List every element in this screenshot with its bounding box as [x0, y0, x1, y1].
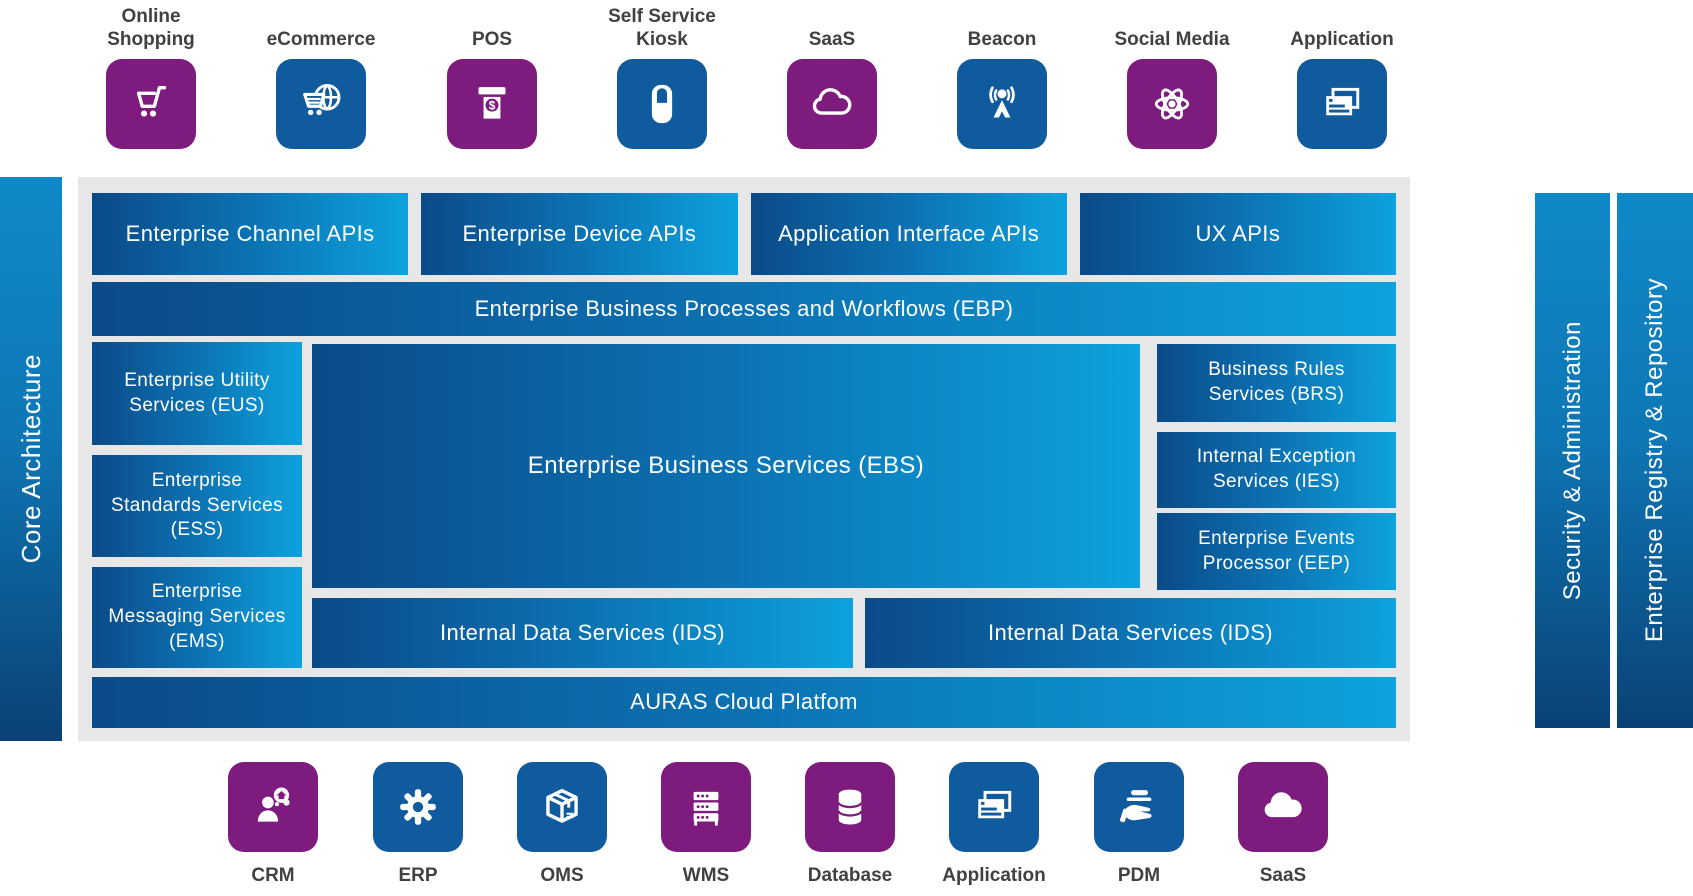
- icon-label: Social Media: [1114, 29, 1230, 51]
- icon-label: POS: [471, 29, 513, 51]
- ems-box: Enterprise Messaging Services (EMS): [92, 567, 302, 668]
- receipt-printer-icon: $: [447, 59, 537, 149]
- icon-label: Self Service Kiosk: [608, 6, 716, 51]
- enterprise-channel-apis-box: Enterprise Channel APIs: [92, 193, 409, 275]
- system-pdm: PDM: [1054, 762, 1224, 887]
- enterprise-registry-repository-label: Enterprise Registry & Repository: [1641, 278, 1668, 643]
- atom-icon: [1154, 88, 1190, 120]
- icon-label: SaaS: [1259, 865, 1307, 886]
- icon-label: OMS: [540, 865, 584, 886]
- icon-label: Application: [1290, 29, 1394, 51]
- database-cylinder-icon: [805, 762, 895, 852]
- security-administration-bar: Security & Administration: [1535, 193, 1610, 728]
- package-box-icon: [546, 789, 578, 823]
- icon-label: Application: [942, 865, 1046, 886]
- channel-ecommerce: eCommerce: [236, 0, 406, 149]
- channel-social-media: Social Media: [1087, 0, 1257, 149]
- channel-online-shopping: Online Shopping: [66, 0, 236, 149]
- channel-pos: POS $: [407, 0, 577, 149]
- crm-person-icon: [257, 787, 290, 822]
- globe-cart-icon: [303, 83, 341, 116]
- cloud-icon: [1238, 762, 1328, 852]
- database-cylinder-icon: [837, 789, 863, 825]
- system-wms: WMS: [621, 762, 791, 887]
- icon-label: SaaS: [808, 29, 856, 51]
- icon-label: Beacon: [967, 29, 1037, 51]
- shopping-cart-icon: [136, 86, 167, 117]
- ux-apis-box: UX APIs: [1079, 193, 1396, 275]
- shopping-cart-icon: [106, 59, 196, 149]
- beacon-antenna-icon: [957, 59, 1047, 149]
- crm-person-icon: [228, 762, 318, 852]
- core-architecture-panel: Enterprise Channel APIs Enterprise Devic…: [78, 177, 1410, 741]
- icon-label: CRM: [251, 865, 295, 886]
- system-saas: SaaS: [1198, 762, 1368, 887]
- ebs-box: Enterprise Business Services (EBS): [312, 344, 1140, 588]
- server-rack-icon: [661, 762, 751, 852]
- ies-box: Internal Exception Services (IES): [1157, 432, 1396, 508]
- cloud-icon: [812, 88, 852, 115]
- cloud-icon: [1264, 792, 1302, 818]
- brs-box: Business Rules Services (BRS): [1157, 344, 1396, 422]
- ids-right-box: Internal Data Services (IDS): [865, 598, 1396, 668]
- atom-icon: [1127, 59, 1217, 149]
- ebp-box: Enterprise Business Processes and Workfl…: [92, 282, 1396, 336]
- eus-box: Enterprise Utility Services (EUS): [92, 342, 302, 445]
- system-crm: CRM: [188, 762, 358, 887]
- eep-box: Enterprise Events Processor (EEP): [1157, 513, 1396, 590]
- hand-delivery-icon: [1094, 762, 1184, 852]
- hand-delivery-icon: [1120, 790, 1152, 823]
- app-windows-icon: [978, 790, 1012, 819]
- gear-icon: [373, 762, 463, 852]
- system-oms: OMS: [477, 762, 647, 887]
- icon-label: ERP: [398, 865, 438, 886]
- icon-label: Database: [807, 865, 893, 886]
- icon-label: eCommerce: [266, 29, 376, 51]
- enterprise-registry-repository-bar: Enterprise Registry & Repository: [1617, 193, 1693, 728]
- channel-saas: SaaS: [747, 0, 917, 149]
- globe-cart-icon: [276, 59, 366, 149]
- app-windows-icon: [1297, 59, 1387, 149]
- server-rack-icon: [693, 791, 719, 826]
- security-administration-label: Security & Administration: [1558, 320, 1586, 601]
- system-database: Database: [765, 762, 935, 887]
- kiosk-icon: [617, 59, 707, 149]
- icon-label: WMS: [682, 865, 730, 886]
- api-layer-row: Enterprise Channel APIs Enterprise Devic…: [92, 193, 1396, 275]
- system-erp: ERP: [333, 762, 503, 887]
- icon-label: PDM: [1117, 865, 1161, 886]
- enterprise-device-apis-box: Enterprise Device APIs: [421, 193, 738, 275]
- ids-left-box: Internal Data Services (IDS): [312, 598, 853, 668]
- app-windows-icon: [949, 762, 1039, 852]
- channel-beacon: Beacon: [917, 0, 1087, 149]
- auras-cloud-platform-box: AURAS Cloud Platfom: [92, 677, 1396, 728]
- package-box-icon: [517, 762, 607, 852]
- channel-application: Application: [1257, 0, 1427, 149]
- application-interface-apis-box: Application Interface APIs: [750, 193, 1067, 275]
- cloud-icon: [787, 59, 877, 149]
- receipt-printer-icon: $: [478, 87, 506, 119]
- system-application: Application: [909, 762, 1079, 887]
- app-windows-icon: [1326, 87, 1360, 116]
- icon-label: Online Shopping: [107, 6, 195, 51]
- core-architecture-bar: Core Architecture: [0, 177, 62, 741]
- kiosk-icon: [651, 84, 673, 124]
- beacon-antenna-icon: [989, 86, 1015, 118]
- gear-icon: [400, 789, 436, 825]
- svg-text:$: $: [489, 98, 496, 112]
- core-architecture-label: Core Architecture: [15, 354, 46, 564]
- ess-box: Enterprise Standards Services (ESS): [92, 455, 302, 557]
- channel-self-service-kiosk: Self Service Kiosk: [577, 0, 747, 149]
